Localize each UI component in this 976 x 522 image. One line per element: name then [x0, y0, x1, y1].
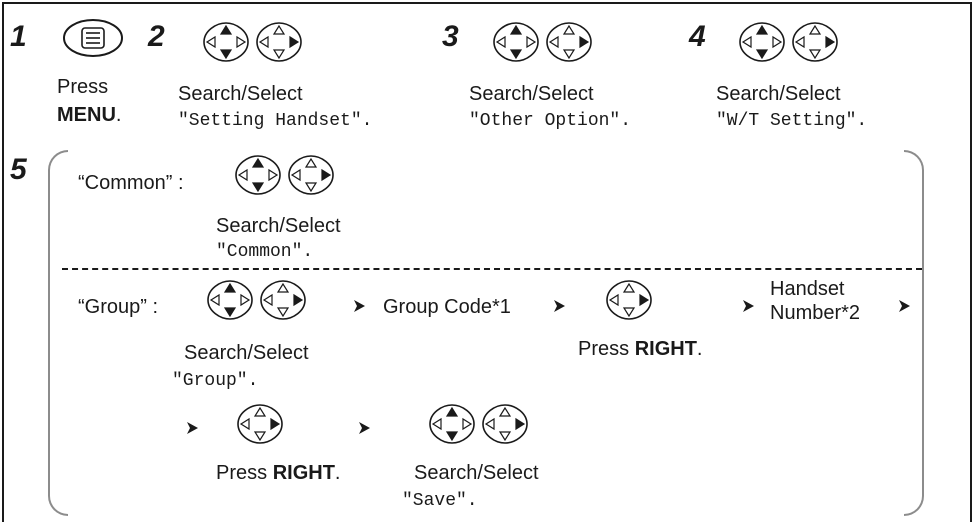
- navigator-up-down-icon: [493, 22, 539, 62]
- handset-text-line1: Handset: [770, 278, 845, 300]
- navigator-right-icon: [260, 280, 306, 320]
- step-3-value: "Other Option".: [469, 111, 632, 131]
- step-5-number: 5: [10, 153, 27, 186]
- press-right-text-1: Press RIGHT.: [578, 338, 702, 360]
- navigator-up-down-icon: [739, 22, 785, 62]
- step-4-value: "W/T Setting".: [716, 111, 868, 131]
- save-navigator-icons: [429, 404, 528, 444]
- step-4-number: 4: [689, 20, 706, 53]
- section-divider: [62, 268, 922, 270]
- navigator-up-down-icon: [203, 22, 249, 62]
- step-4-action: Search/Select: [716, 83, 841, 105]
- step-2-value: "Setting Handset".: [178, 111, 373, 131]
- step-2-number: 2: [148, 20, 165, 53]
- group-action: Search/Select: [184, 342, 309, 364]
- step-1-press-text: Press: [57, 76, 109, 98]
- flow-arrow-icon: [743, 300, 754, 312]
- step-3-action: Search/Select: [469, 83, 594, 105]
- step-1-menu-text: MENU.: [57, 104, 121, 126]
- navigator-right-icon: [606, 280, 652, 320]
- step-1-number: 1: [10, 20, 27, 53]
- common-action: Search/Select: [216, 215, 341, 237]
- save-action: Search/Select: [414, 462, 539, 484]
- common-label: “Common” :: [78, 172, 184, 194]
- handset-text-line2: Number*2: [770, 302, 861, 324]
- navigator-right-icon: [237, 404, 283, 444]
- navigator-right-icon: [546, 22, 592, 62]
- step-2-action: Search/Select: [178, 83, 303, 105]
- navigator-right-icon: [792, 22, 838, 62]
- save-value: "Save".: [402, 491, 478, 511]
- press-prefix-2: Press: [216, 462, 273, 484]
- step-2-navigator-icons: [203, 22, 302, 62]
- group-code-text: Group Code*1: [383, 296, 511, 318]
- left-bracket: [48, 150, 68, 516]
- group-label: “Group” :: [78, 296, 159, 318]
- flow-arrow-icon: [354, 300, 365, 312]
- right-key-label: RIGHT: [634, 338, 697, 360]
- save-right-navigator-icon: [237, 404, 283, 444]
- step-3-number: 3: [442, 20, 459, 53]
- step-3-navigator-icons: [493, 22, 592, 62]
- flow-arrow-icon: [899, 300, 910, 312]
- flow-arrow-icon: [554, 300, 565, 312]
- flow-arrow-icon: [187, 422, 198, 434]
- press-period-2: .: [334, 462, 341, 484]
- step-4-navigator-icons: [739, 22, 838, 62]
- navigator-up-down-icon: [235, 155, 281, 195]
- press-prefix: Press: [578, 338, 635, 360]
- navigator-up-down-icon: [429, 404, 475, 444]
- press-right-text-2: Press RIGHT.: [216, 462, 340, 484]
- navigator-up-down-icon: [207, 280, 253, 320]
- group-value: "Group".: [172, 371, 259, 391]
- right-key-label-2: RIGHT: [272, 462, 335, 484]
- navigator-right-icon: [288, 155, 334, 195]
- menu-key-label: MENU: [57, 104, 116, 126]
- right-bracket: [904, 150, 924, 516]
- group-right-navigator-icon: [606, 280, 652, 320]
- menu-button-icon: [63, 19, 123, 57]
- common-value: "Common".: [216, 242, 314, 262]
- navigator-right-icon: [256, 22, 302, 62]
- flow-arrow-icon: [359, 422, 370, 434]
- common-navigator-icons: [235, 155, 334, 195]
- group-navigator-icons: [207, 280, 306, 320]
- navigator-right-icon: [482, 404, 528, 444]
- menu-period: .: [115, 104, 122, 126]
- press-period: .: [696, 338, 703, 360]
